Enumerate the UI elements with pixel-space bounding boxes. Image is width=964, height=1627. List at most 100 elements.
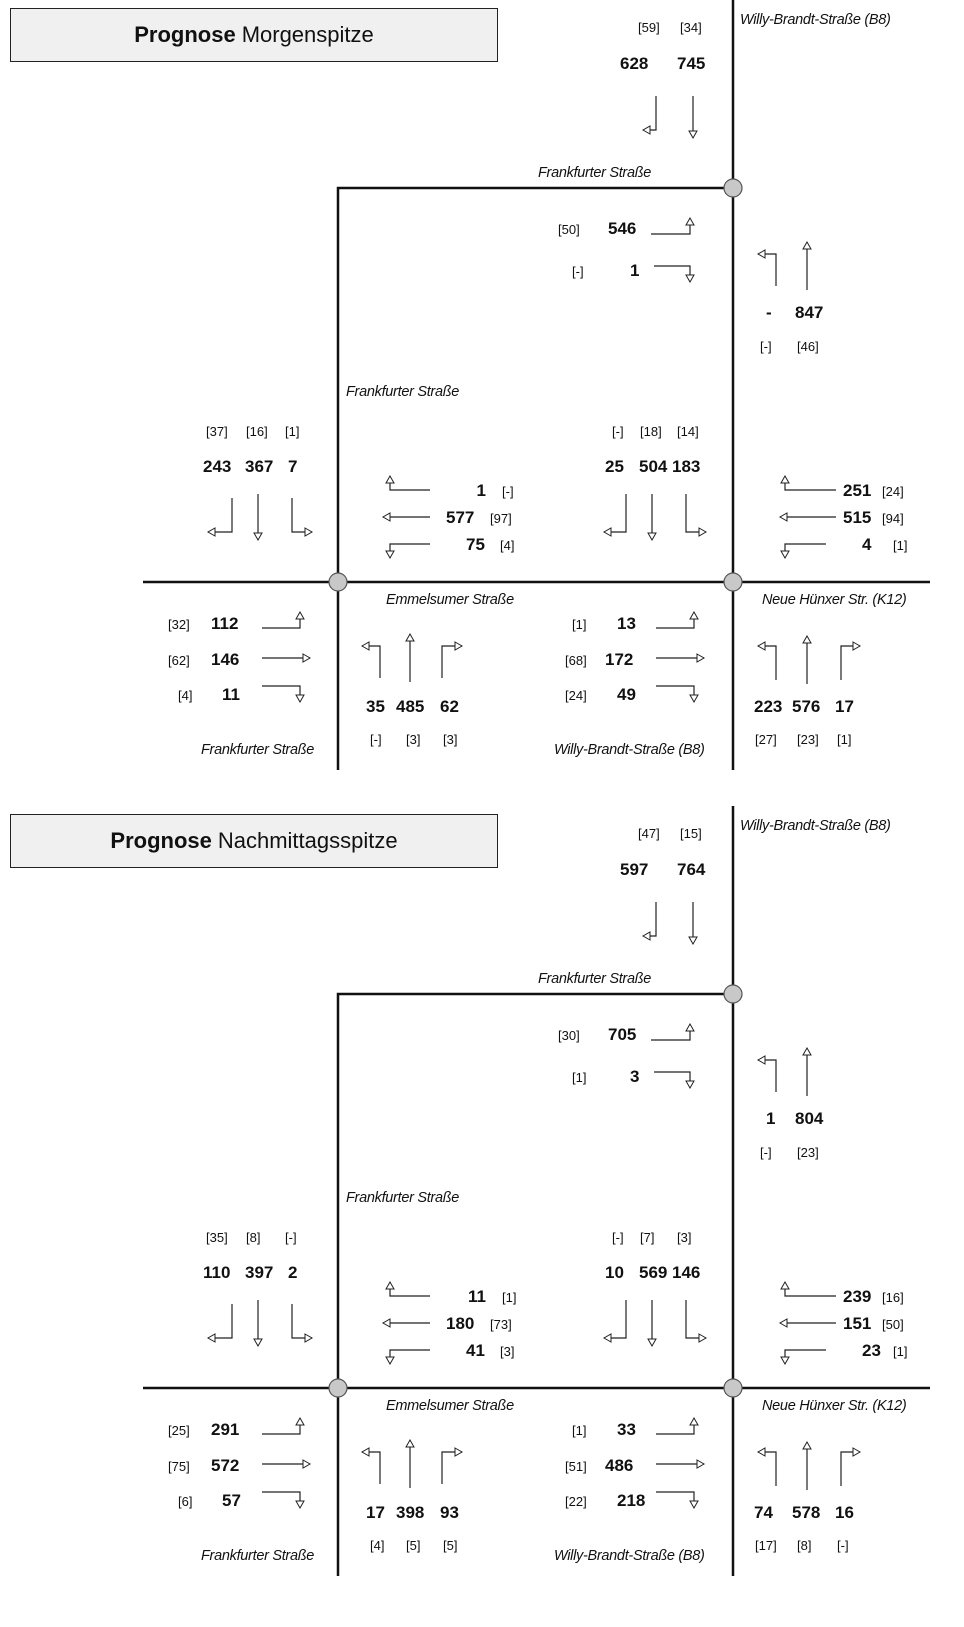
bracket-value: [17] [755, 1538, 777, 1553]
traffic-value: 572 [211, 1456, 240, 1475]
bracket-value: [25] [168, 1423, 190, 1438]
traffic-value: 398 [396, 1503, 425, 1522]
traffic-value: 847 [795, 303, 824, 322]
traffic-value: 243 [203, 457, 232, 476]
traffic-value: 251 [843, 481, 872, 500]
street-label-neue-huenxer: Neue Hünxer Str. (K12) [762, 592, 907, 608]
bracket-value: [3] [406, 732, 421, 747]
bracket-value: [1] [502, 1290, 517, 1305]
bracket-value: [1] [893, 1344, 908, 1359]
panel-title: Prognose Morgenspitze [10, 8, 498, 62]
bracket-value: [1] [572, 1423, 587, 1438]
traffic-value: 74 [754, 1503, 773, 1522]
street-label-frankfurter-bottom: Frankfurter Straße [201, 742, 315, 758]
road-network [143, 0, 930, 770]
street-label-emmelsumer: Emmelsumer Straße [386, 1398, 514, 1414]
traffic-value: 291 [211, 1420, 240, 1439]
traffic-value: 486 [605, 1456, 634, 1475]
bracket-value: [23] [797, 732, 819, 747]
bracket-value: [1] [893, 538, 908, 553]
traffic-value: 7 [288, 457, 298, 476]
bracket-value: [14] [677, 424, 699, 439]
traffic-value: 239 [843, 1287, 872, 1306]
bracket-value: [8] [246, 1230, 261, 1245]
traffic-value: 705 [608, 1025, 637, 1044]
traffic-value: 3 [630, 1067, 640, 1086]
movement-arrows [206, 902, 862, 1510]
traffic-value: 110 [203, 1263, 231, 1282]
traffic-value: 546 [608, 219, 637, 238]
bracket-value: [59] [638, 20, 660, 35]
traffic-value: 569 [639, 1263, 668, 1282]
bracket-value: [8] [797, 1538, 812, 1553]
street-label-willy-brandt-south: Willy-Brandt-Straße (B8) [554, 742, 705, 758]
traffic-value: 75 [466, 535, 485, 554]
traffic-value: 1 [630, 261, 640, 280]
traffic-value: 25 [605, 457, 624, 476]
street-label-frankfurter-top: Frankfurter Straße [538, 165, 652, 181]
bracket-value: [23] [797, 1145, 819, 1160]
bracket-value: [7] [640, 1230, 655, 1245]
panel-title: Prognose Nachmittagsspitze [10, 814, 498, 868]
street-label-willy-brandt-north: Willy-Brandt-Straße (B8) [740, 818, 891, 834]
junction-node-sw [328, 1378, 348, 1398]
bracket-value: [1] [285, 424, 300, 439]
traffic-value: 33 [617, 1420, 636, 1439]
traffic-value: 35 [366, 697, 385, 716]
traffic-value: 1 [766, 1109, 776, 1128]
street-label-frankfurter-bottom: Frankfurter Straße [201, 1548, 315, 1564]
bracket-value: [-] [502, 484, 514, 499]
bracket-value: [75] [168, 1459, 190, 1474]
bracket-value: [-] [760, 1145, 772, 1160]
traffic-value: 515 [843, 508, 872, 527]
traffic-value: 146 [211, 650, 240, 669]
traffic-value: 93 [440, 1503, 459, 1522]
title-bold: Prognose [134, 22, 236, 47]
traffic-value: - [766, 303, 772, 322]
bracket-value: [-] [370, 732, 382, 747]
title-bold: Prognose [110, 828, 212, 853]
bracket-value: [4] [178, 688, 193, 703]
bracket-value: [62] [168, 653, 190, 668]
bracket-value: [16] [246, 424, 268, 439]
traffic-value: 57 [222, 1491, 241, 1510]
traffic-value: 23 [862, 1341, 881, 1360]
bracket-value: [-] [612, 424, 624, 439]
bracket-value: [6] [178, 1494, 193, 1509]
traffic-value: 4 [862, 535, 872, 554]
traffic-value: 146 [672, 1263, 701, 1282]
traffic-value: 764 [677, 860, 706, 879]
bracket-value: [30] [558, 1028, 580, 1043]
bracket-value: [-] [837, 1538, 849, 1553]
traffic-value: 41 [466, 1341, 485, 1360]
bracket-value: [1] [572, 617, 587, 632]
intersection-panel: Prognose Morgenspitze [0, 0, 964, 800]
junction-nodes [328, 984, 743, 1398]
traffic-value: 16 [835, 1503, 854, 1522]
bracket-value: [46] [797, 339, 819, 354]
traffic-value: 11 [468, 1287, 486, 1306]
traffic-value: 172 [605, 650, 634, 669]
traffic-value: 218 [617, 1491, 646, 1510]
bracket-value: [15] [680, 826, 702, 841]
street-label-willy-brandt-south: Willy-Brandt-Straße (B8) [554, 1548, 705, 1564]
street-label-neue-huenxer: Neue Hünxer Str. (K12) [762, 1398, 907, 1414]
bracket-value: [27] [755, 732, 777, 747]
bracket-value: [50] [882, 1317, 904, 1332]
bracket-value: [-] [285, 1230, 297, 1245]
traffic-value: 180 [446, 1314, 475, 1333]
traffic-value: 62 [440, 697, 459, 716]
traffic-value: 49 [617, 685, 636, 704]
title-rest: Nachmittagsspitze [217, 828, 398, 853]
bracket-value: [3] [443, 732, 458, 747]
traffic-value: 577 [446, 508, 475, 527]
junction-node-ne [723, 984, 743, 1004]
bracket-value: [4] [370, 1538, 385, 1553]
bracket-value: [34] [680, 20, 702, 35]
title-rest: Morgenspitze [241, 22, 374, 47]
bracket-value: [16] [882, 1290, 904, 1305]
bracket-value: [47] [638, 826, 660, 841]
traffic-value: 485 [396, 697, 425, 716]
traffic-value: 17 [835, 697, 854, 716]
traffic-value: 628 [620, 54, 649, 73]
